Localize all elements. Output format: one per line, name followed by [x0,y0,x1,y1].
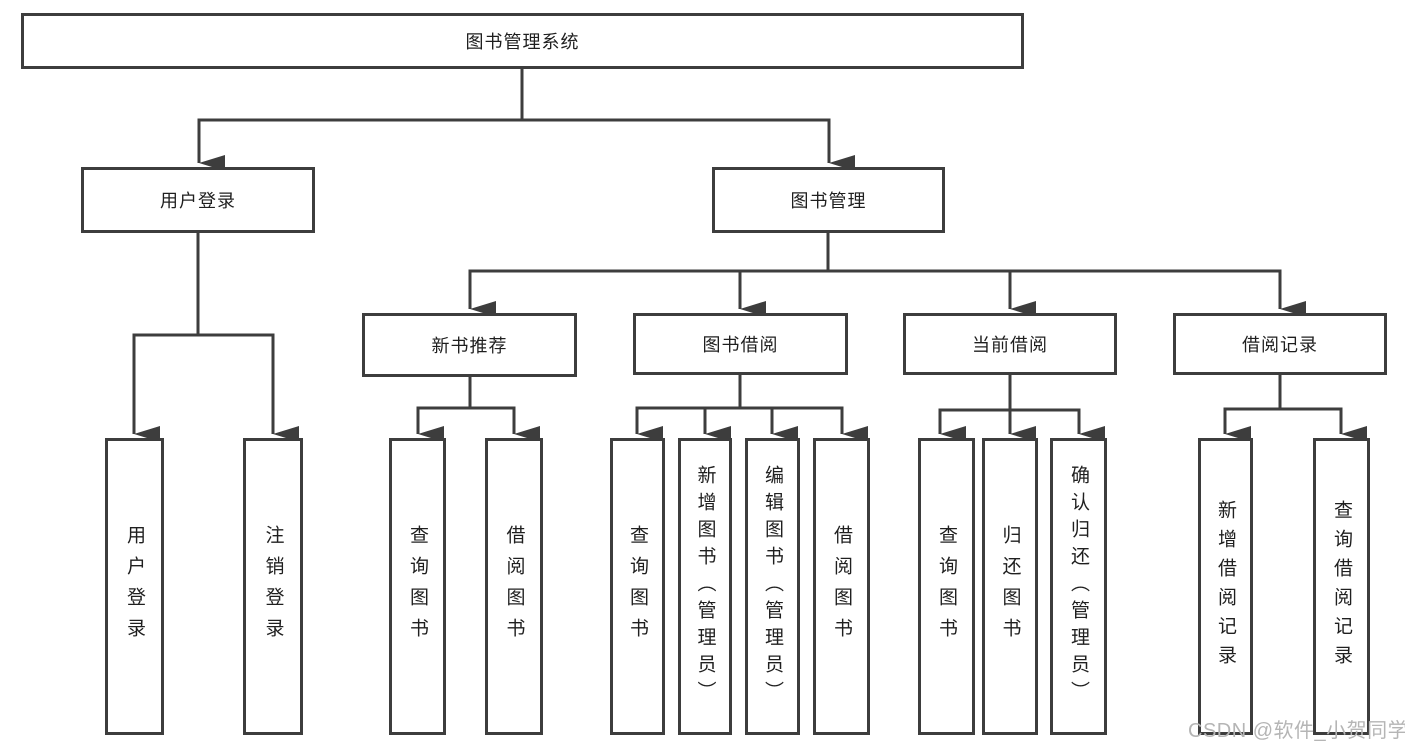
leaf-label: 确认归还（管理员） [1068,465,1089,708]
leaf-logout: 注销登录 [243,438,303,735]
leaf-recommend-borrow-books: 借阅图书 [485,438,543,735]
leaf-current-return-books: 归还图书 [982,438,1038,735]
leaf-label: 用户登录 [124,524,145,649]
leaf-label: 查询图书 [407,524,428,649]
leaf-recommend-query-books: 查询图书 [389,438,446,735]
leaf-borrow-add-books-admin: 新增图书（管理员） [678,438,732,735]
node-user-login: 用户登录 [81,167,315,233]
leaf-label: 编辑图书（管理员） [762,465,783,708]
leaf-user-login: 用户登录 [105,438,164,735]
leaf-borrow-edit-books-admin: 编辑图书（管理员） [745,438,800,735]
leaf-label: 查询图书 [627,524,648,649]
node-new-book-recommend: 新书推荐 [362,313,577,377]
leaf-label: 查询图书 [936,524,957,649]
leaf-records-query-record: 查询借阅记录 [1313,438,1370,735]
node-current-borrow: 当前借阅 [903,313,1117,375]
leaf-label: 借阅图书 [503,524,525,649]
node-root: 图书管理系统 [21,13,1024,69]
csdn-watermark: CSDN @软件_小贺同学 [1188,720,1405,742]
node-book-borrow: 图书借阅 [633,313,848,375]
leaf-borrow-borrow-books: 借阅图书 [813,438,870,735]
leaf-label: 查询借阅记录 [1331,499,1352,674]
node-book-management: 图书管理 [712,167,945,233]
leaf-label: 注销登录 [262,524,284,649]
leaf-records-add-record: 新增借阅记录 [1198,438,1253,735]
leaf-label: 归还图书 [999,524,1021,649]
leaf-current-query-books: 查询图书 [918,438,975,735]
leaf-borrow-query-books: 查询图书 [610,438,665,735]
leaf-current-confirm-return-admin: 确认归还（管理员） [1050,438,1107,735]
node-borrow-records: 借阅记录 [1173,313,1387,375]
leaf-label: 新增借阅记录 [1215,499,1236,674]
leaf-label: 借阅图书 [831,524,852,649]
leaf-label: 新增图书（管理员） [694,465,716,708]
